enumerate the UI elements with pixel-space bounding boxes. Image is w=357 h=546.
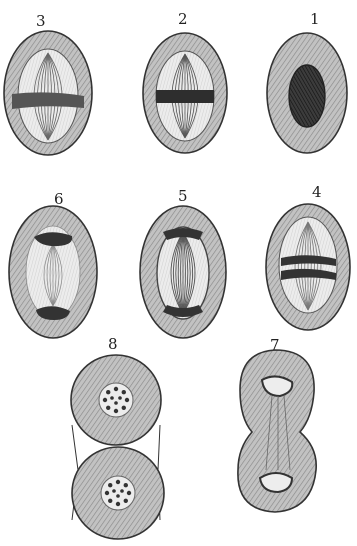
cell-8: [71, 355, 164, 539]
nucleus-1: [289, 65, 325, 127]
label-4: 4: [312, 185, 322, 200]
label-6: 6: [54, 192, 64, 207]
metaphase-plate-2: [156, 90, 214, 103]
cell-4: [266, 204, 350, 330]
label-2: 2: [178, 12, 188, 27]
cell-6: [9, 206, 97, 338]
label-5: 5: [178, 189, 188, 204]
label-3: 3: [36, 14, 46, 29]
daughter-nucleus-7b: [260, 473, 292, 492]
cell-2: [143, 33, 227, 153]
cell-1: [267, 33, 347, 153]
label-8: 8: [108, 337, 118, 352]
cell-5: [140, 206, 226, 338]
label-1: 1: [310, 12, 320, 27]
label-7: 7: [270, 338, 280, 353]
cell-3: [4, 31, 92, 155]
cell-7: [238, 350, 316, 512]
